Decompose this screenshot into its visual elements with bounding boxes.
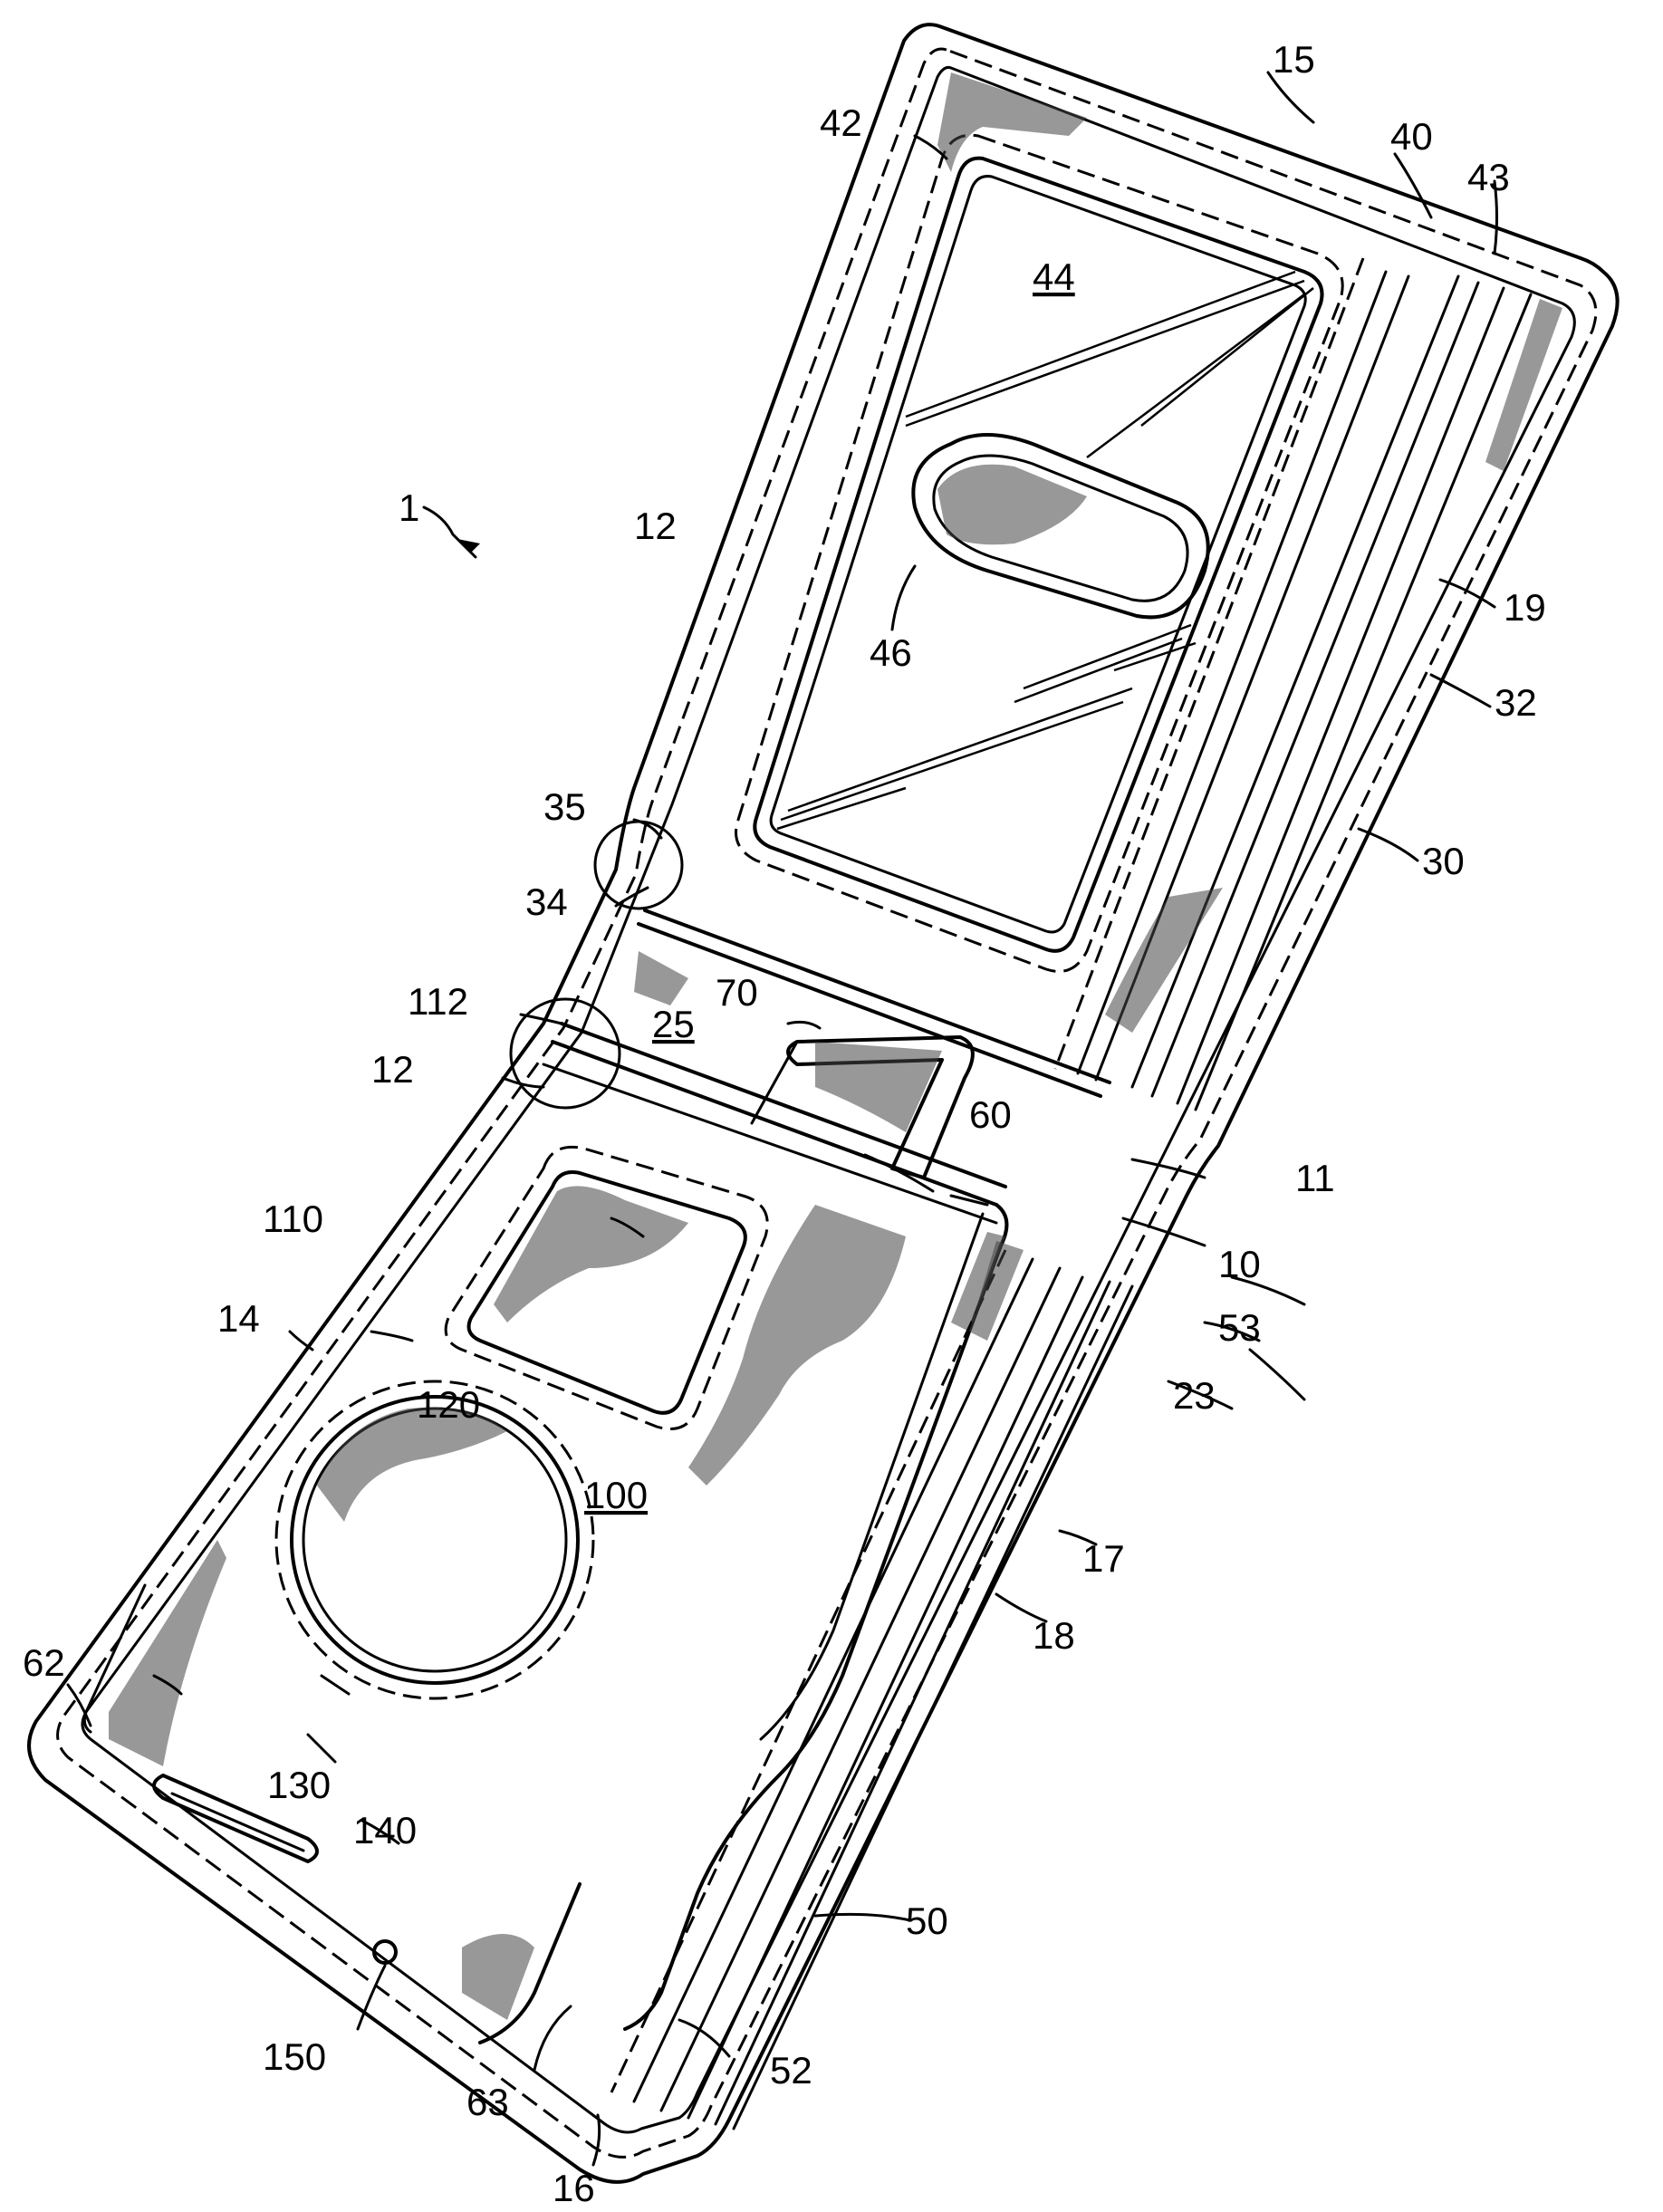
- ref-label-35: 35: [543, 785, 586, 828]
- ref-label-62: 62: [23, 1641, 65, 1684]
- ref-label-25: 25: [652, 1003, 695, 1045]
- ref-label-15: 15: [1273, 38, 1315, 81]
- ref-label-140: 140: [353, 1809, 417, 1851]
- corner-shading: [937, 72, 1087, 172]
- ref-label-43: 43: [1467, 156, 1510, 198]
- ref-label-34: 34: [525, 880, 568, 923]
- ref-label-112: 112: [408, 980, 468, 1023]
- ref-label-46: 46: [870, 631, 912, 674]
- ref-label-18: 18: [1033, 1614, 1075, 1657]
- ref-label-32: 32: [1495, 681, 1537, 724]
- ref-label-50: 50: [906, 1899, 948, 1942]
- ref-label-120: 120: [417, 1383, 480, 1426]
- ref-label-30: 30: [1422, 840, 1465, 882]
- middle-compartment: [511, 951, 1005, 1223]
- ref-label-19: 19: [1504, 586, 1546, 629]
- ref-label-12-upper: 12: [634, 505, 677, 547]
- ref-label-40: 40: [1390, 115, 1433, 158]
- ref-label-53: 53: [1218, 1306, 1261, 1349]
- reference-labels: 1 15 40 43 42 44 12 46 19 32 30 35 34 11…: [23, 38, 1546, 2209]
- ref-label-11: 11: [1295, 1157, 1335, 1199]
- ref-label-150: 150: [263, 2035, 326, 2078]
- ref-label-70: 70: [716, 971, 758, 1014]
- lower-panel: [84, 1147, 1132, 2129]
- ref-label-10: 10: [1218, 1243, 1261, 1285]
- ref-label-44: 44: [1033, 255, 1075, 298]
- ref-label-130: 130: [267, 1764, 331, 1806]
- ref-label-110: 110: [263, 1197, 323, 1240]
- ref-label-23: 23: [1173, 1374, 1216, 1417]
- ref-label-52: 52: [770, 2049, 812, 2092]
- ref-label-42: 42: [820, 101, 862, 144]
- ref-label-12-lower: 12: [371, 1048, 414, 1091]
- ref-label-1: 1: [399, 486, 419, 529]
- ref-label-100: 100: [584, 1474, 648, 1516]
- ref-label-17: 17: [1082, 1537, 1125, 1580]
- right-edge-shading: [1485, 299, 1562, 471]
- ref-label-60: 60: [969, 1093, 1012, 1136]
- upper-panel: [595, 72, 1562, 1110]
- ref-label-16: 16: [553, 2167, 595, 2209]
- ref-label-14: 14: [217, 1297, 260, 1340]
- ref-label-63: 63: [466, 2081, 509, 2123]
